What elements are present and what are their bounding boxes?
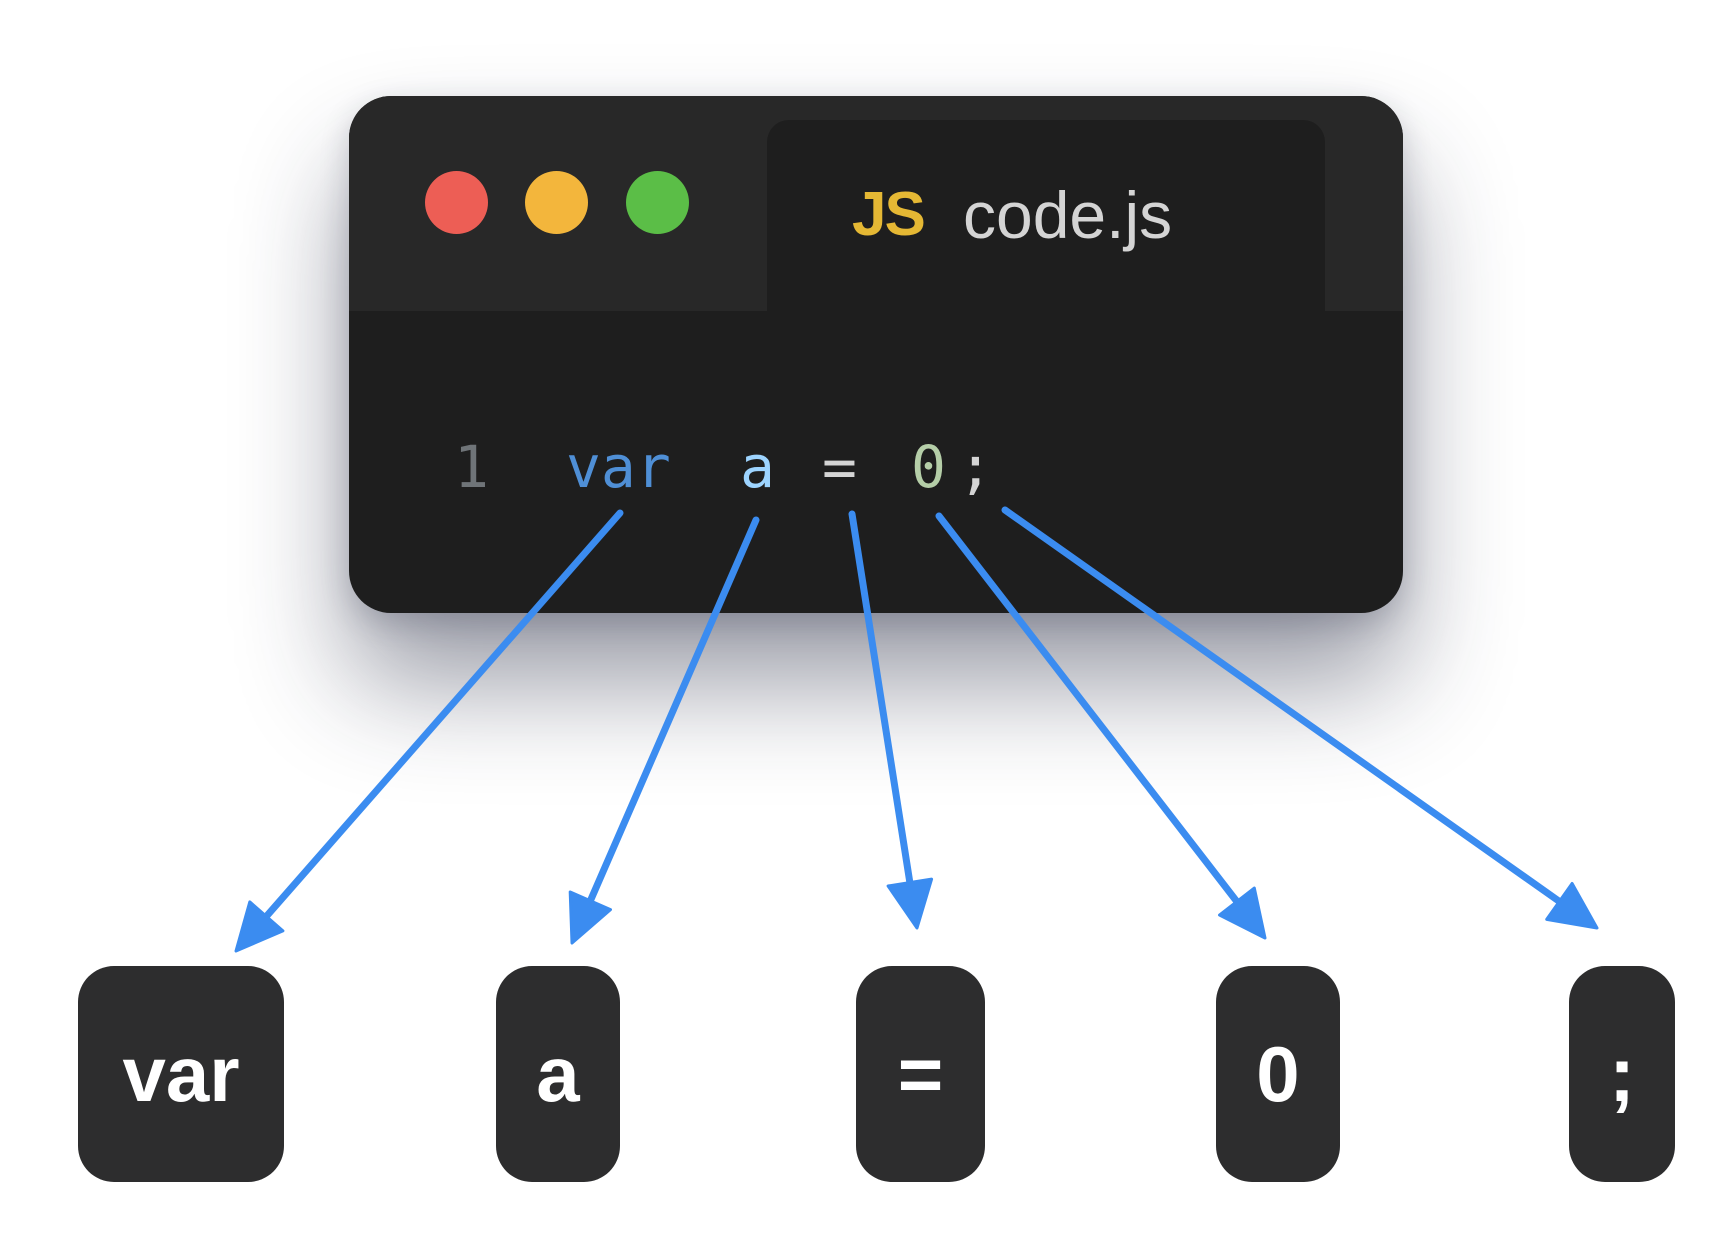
minimize-window-button[interactable]	[525, 171, 588, 234]
code-token-zero: 0	[911, 433, 946, 501]
arrow-line-zero	[935, 512, 1245, 910]
maximize-window-button[interactable]	[626, 171, 689, 234]
arrow-head-zero	[1218, 886, 1267, 940]
arrow-head-equals	[886, 877, 934, 930]
close-window-button[interactable]	[425, 171, 488, 234]
tab-code-js[interactable]	[767, 120, 1325, 360]
arrow-head-var	[234, 900, 285, 953]
arrow-group	[234, 506, 1599, 953]
token-box-a: a	[496, 966, 620, 1182]
tab-filename: code.js	[963, 178, 1173, 252]
arrow-line-semicolon	[1001, 506, 1568, 909]
javascript-file-icon: JS	[852, 180, 926, 249]
arrow-head-a	[568, 890, 612, 945]
token-box-equals: =	[856, 966, 985, 1182]
token-box-semicolon: ;	[1569, 966, 1675, 1182]
arrow-head-semicolon	[1545, 882, 1599, 930]
code-editor-window	[349, 96, 1403, 613]
code-token-semicolon: ;	[958, 433, 993, 501]
code-token-a: a	[740, 433, 775, 501]
arrow-line-var	[258, 509, 624, 925]
token-box-zero: 0	[1216, 966, 1340, 1182]
arrow-line-a	[584, 516, 760, 910]
token-box-var: var	[78, 966, 284, 1182]
arrow-line-equals	[848, 510, 915, 892]
line-number: 1	[454, 433, 489, 501]
code-token-var: var	[566, 433, 671, 501]
code-token-equals: =	[822, 433, 857, 501]
